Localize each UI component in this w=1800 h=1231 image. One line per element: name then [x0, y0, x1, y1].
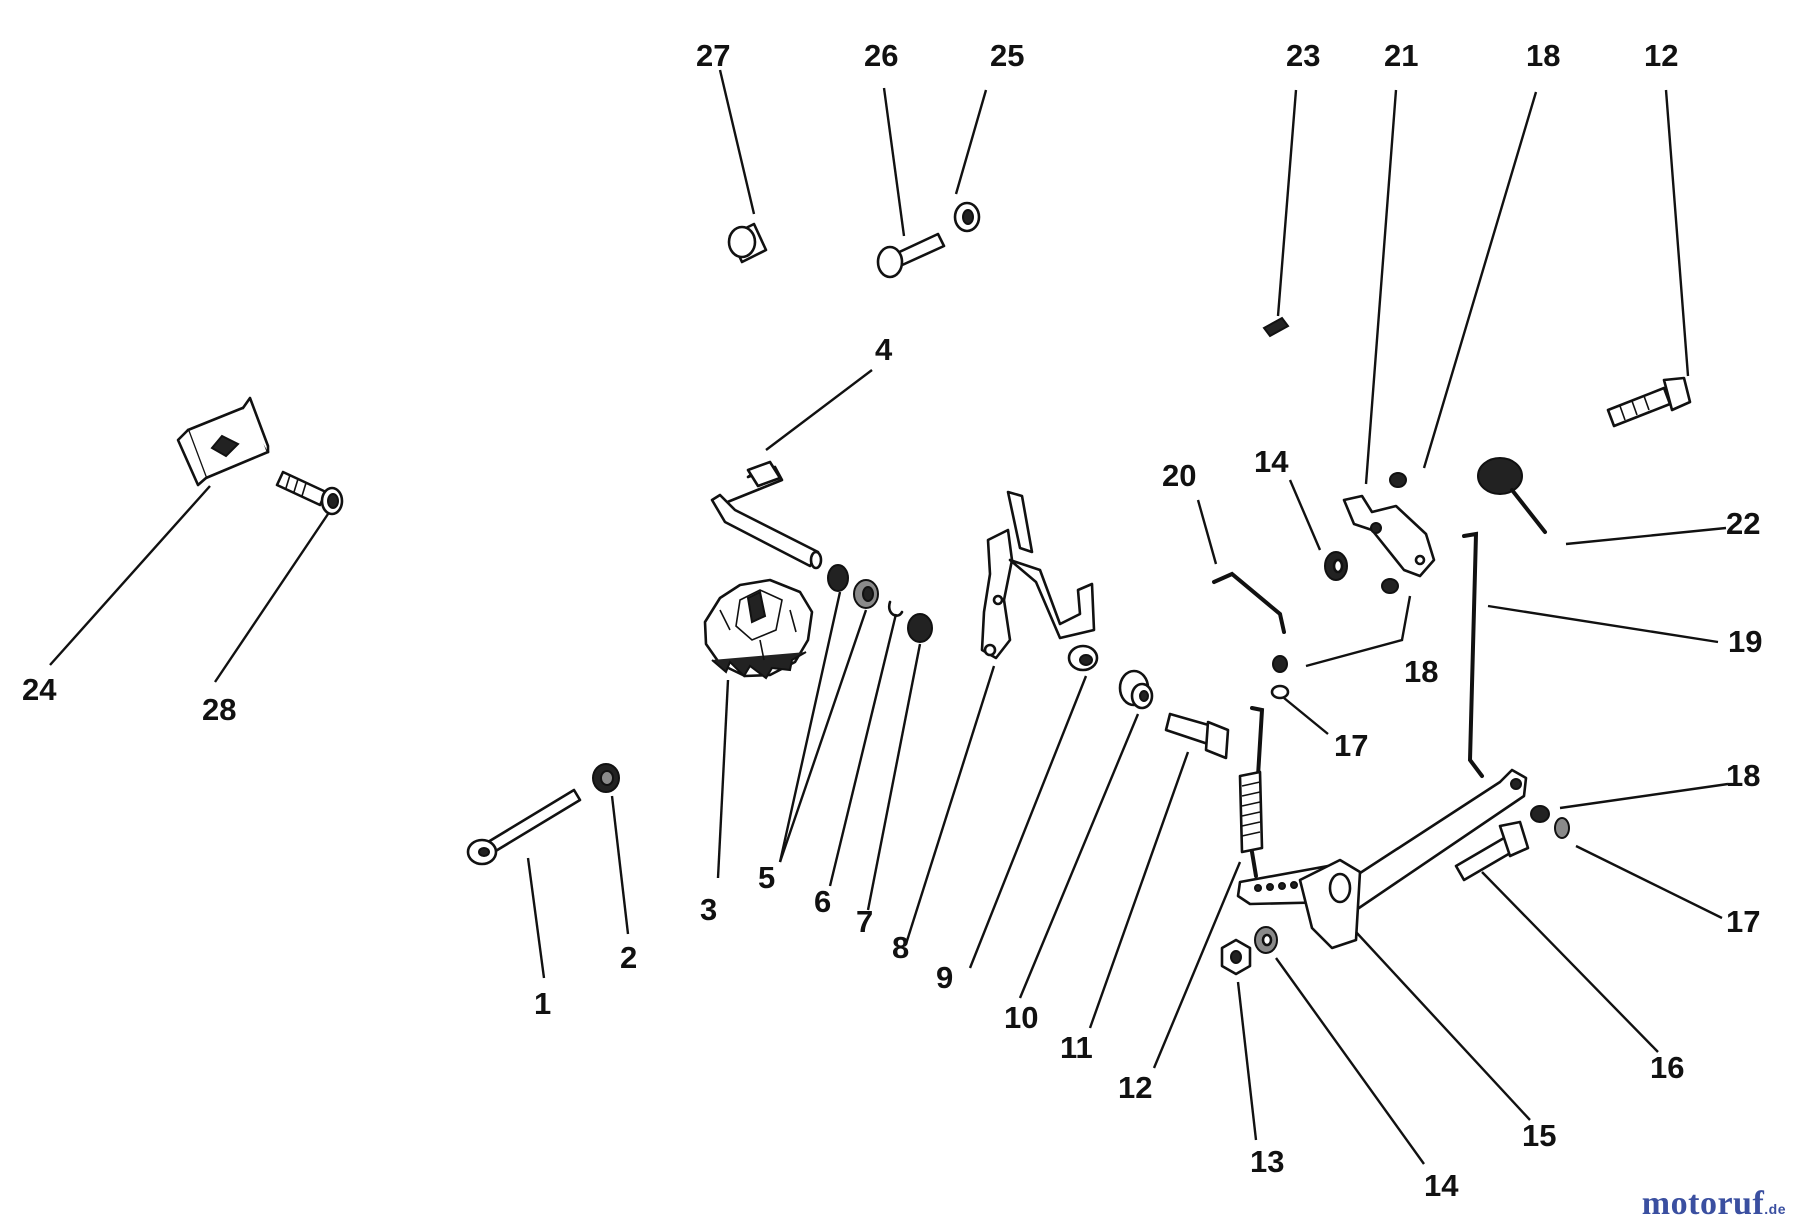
callout-17b: 17	[1726, 904, 1760, 939]
part-8-bracket	[980, 490, 1096, 660]
part-22-knob	[1477, 457, 1547, 534]
part-28-bolt	[275, 470, 344, 516]
part-16-bolt	[1454, 820, 1530, 882]
part-11-bolt	[1164, 712, 1230, 760]
part-24-bracket	[176, 396, 270, 487]
callout-19: 19	[1728, 624, 1762, 659]
watermark-text: motoruf	[1641, 1185, 1765, 1222]
callout-1: 1	[534, 986, 551, 1021]
part-25-nut	[953, 201, 981, 233]
part-13-nut	[1220, 938, 1252, 976]
callout-7: 7	[856, 904, 873, 939]
leader-lines	[49, 69, 1729, 1165]
part-14-washer-bottom	[1254, 926, 1278, 954]
callout-6: 6	[814, 884, 831, 919]
part-10-bushing	[1118, 669, 1154, 710]
part-12-bolt-top	[1606, 376, 1692, 428]
callout-28: 28	[202, 692, 236, 727]
callout-10: 10	[1004, 1000, 1038, 1035]
callout-5: 5	[758, 860, 775, 895]
callout-2: 2	[620, 940, 637, 975]
callout-24: 24	[22, 672, 57, 707]
callout-14b: 14	[1424, 1168, 1459, 1203]
callout-16: 16	[1650, 1050, 1684, 1085]
part-3-gear	[703, 578, 814, 680]
callout-26: 26	[864, 38, 898, 73]
part-4-bent-rod	[710, 460, 823, 570]
part-21-lever-plate	[1342, 494, 1436, 578]
part-6-clip	[887, 600, 904, 617]
callout-23: 23	[1286, 38, 1320, 73]
part-23-screw	[1262, 316, 1290, 338]
callout-27: 27	[696, 38, 730, 73]
part-1-long-bolt	[466, 788, 582, 866]
watermark-logo: motoruf.de	[1642, 1185, 1786, 1223]
part-2-nut	[592, 763, 620, 793]
callout-11: 11	[1060, 1030, 1093, 1065]
part-7-washer	[907, 613, 933, 643]
part-18-nuts	[1272, 472, 1550, 823]
callout-18a: 18	[1526, 38, 1560, 73]
callout-13: 13	[1250, 1144, 1284, 1179]
callout-numbers: 27 26 25 23 21 18 12 4 20 14 22 19 18 17…	[22, 38, 1762, 1203]
callout-18b: 18	[1404, 654, 1438, 689]
callout-22: 22	[1726, 506, 1760, 541]
callout-15: 15	[1522, 1118, 1556, 1153]
part-12-spring	[1238, 706, 1265, 878]
part-19-rod	[1462, 531, 1484, 778]
callout-12b: 12	[1118, 1070, 1152, 1105]
callout-9: 9	[936, 960, 953, 995]
callout-8: 8	[892, 930, 909, 965]
part-14-nut-top	[1324, 551, 1348, 581]
callout-20: 20	[1162, 458, 1196, 493]
callout-4: 4	[875, 332, 893, 367]
part-17-washers	[1270, 684, 1570, 839]
part-20-link	[1212, 571, 1286, 634]
callout-21: 21	[1384, 38, 1418, 73]
callout-14a: 14	[1254, 444, 1289, 479]
callout-12a: 12	[1644, 38, 1678, 73]
callout-3: 3	[700, 892, 717, 927]
part-15-lever-arm	[1236, 768, 1528, 950]
part-27-bushing	[727, 222, 768, 264]
callout-17a: 17	[1334, 728, 1368, 763]
callout-25: 25	[990, 38, 1024, 73]
watermark-tld: .de	[1764, 1201, 1786, 1217]
part-5-washers	[827, 564, 879, 609]
part-9-washer	[1067, 644, 1099, 672]
part-26-bolt	[876, 232, 946, 279]
callout-18c: 18	[1726, 758, 1760, 793]
